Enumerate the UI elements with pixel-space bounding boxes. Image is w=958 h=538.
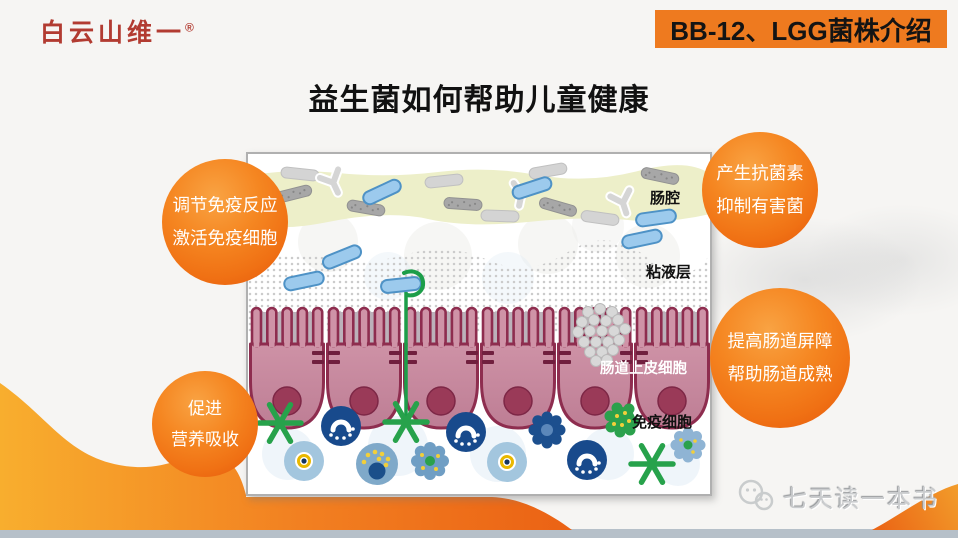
- label-immune-cells: 免疫细胞: [632, 414, 693, 431]
- wechat-icon: [738, 479, 774, 511]
- page-title: 益生菌如何帮助儿童健康: [308, 84, 650, 117]
- watermark-text: 七天读一本书: [783, 485, 939, 513]
- registered-mark: ®: [185, 20, 194, 35]
- bottom-strip: [0, 529, 958, 538]
- brand-logo: 白云山维一®: [40, 19, 194, 47]
- bubble-barrier-line1: 提高肠道屏障: [727, 331, 833, 351]
- watermark: 七天读一本书: [736, 478, 939, 514]
- bubble-antibacterial-line2: 抑制有害菌: [716, 196, 804, 216]
- bubble-nutrition-line1: 促进: [188, 399, 222, 418]
- bubble-nutrition-line2: 营养吸收: [171, 430, 239, 449]
- label-mucus: 粘液层: [646, 264, 692, 281]
- bubble-immune-regulation: 调节免疫反应 激活免疫细胞: [162, 159, 288, 285]
- bottom-right-wedge: [872, 484, 958, 530]
- bubble-immune-line1: 调节免疫反应: [172, 195, 278, 215]
- bubble-antibacterial-line1: 产生抗菌素: [716, 163, 804, 183]
- bubble-nutrition: 促进 营养吸收: [152, 371, 258, 477]
- label-epithelium: 肠道上皮细胞: [600, 361, 687, 377]
- bubble-barrier: 提高肠道屏障 帮助肠道成熟: [710, 288, 850, 428]
- bacteria-cluster: [572, 303, 631, 367]
- gut-illustration: [248, 161, 710, 486]
- bottom-left-wave: [0, 383, 572, 530]
- header-banner: BB-12、LGG菌株介绍: [655, 10, 947, 48]
- diagram-panel: 肠腔 粘液层 肠道上皮细胞 免疫细胞: [246, 152, 712, 496]
- bubble-antibacterial: 产生抗菌素 抑制有害菌: [702, 132, 818, 248]
- label-lumen: 肠腔: [650, 190, 681, 207]
- bubble-immune-line2: 激活免疫细胞: [172, 228, 278, 248]
- probiotic-anchor-illustration: [379, 269, 427, 440]
- bubble-barrier-line2: 帮助肠道成熟: [727, 364, 833, 384]
